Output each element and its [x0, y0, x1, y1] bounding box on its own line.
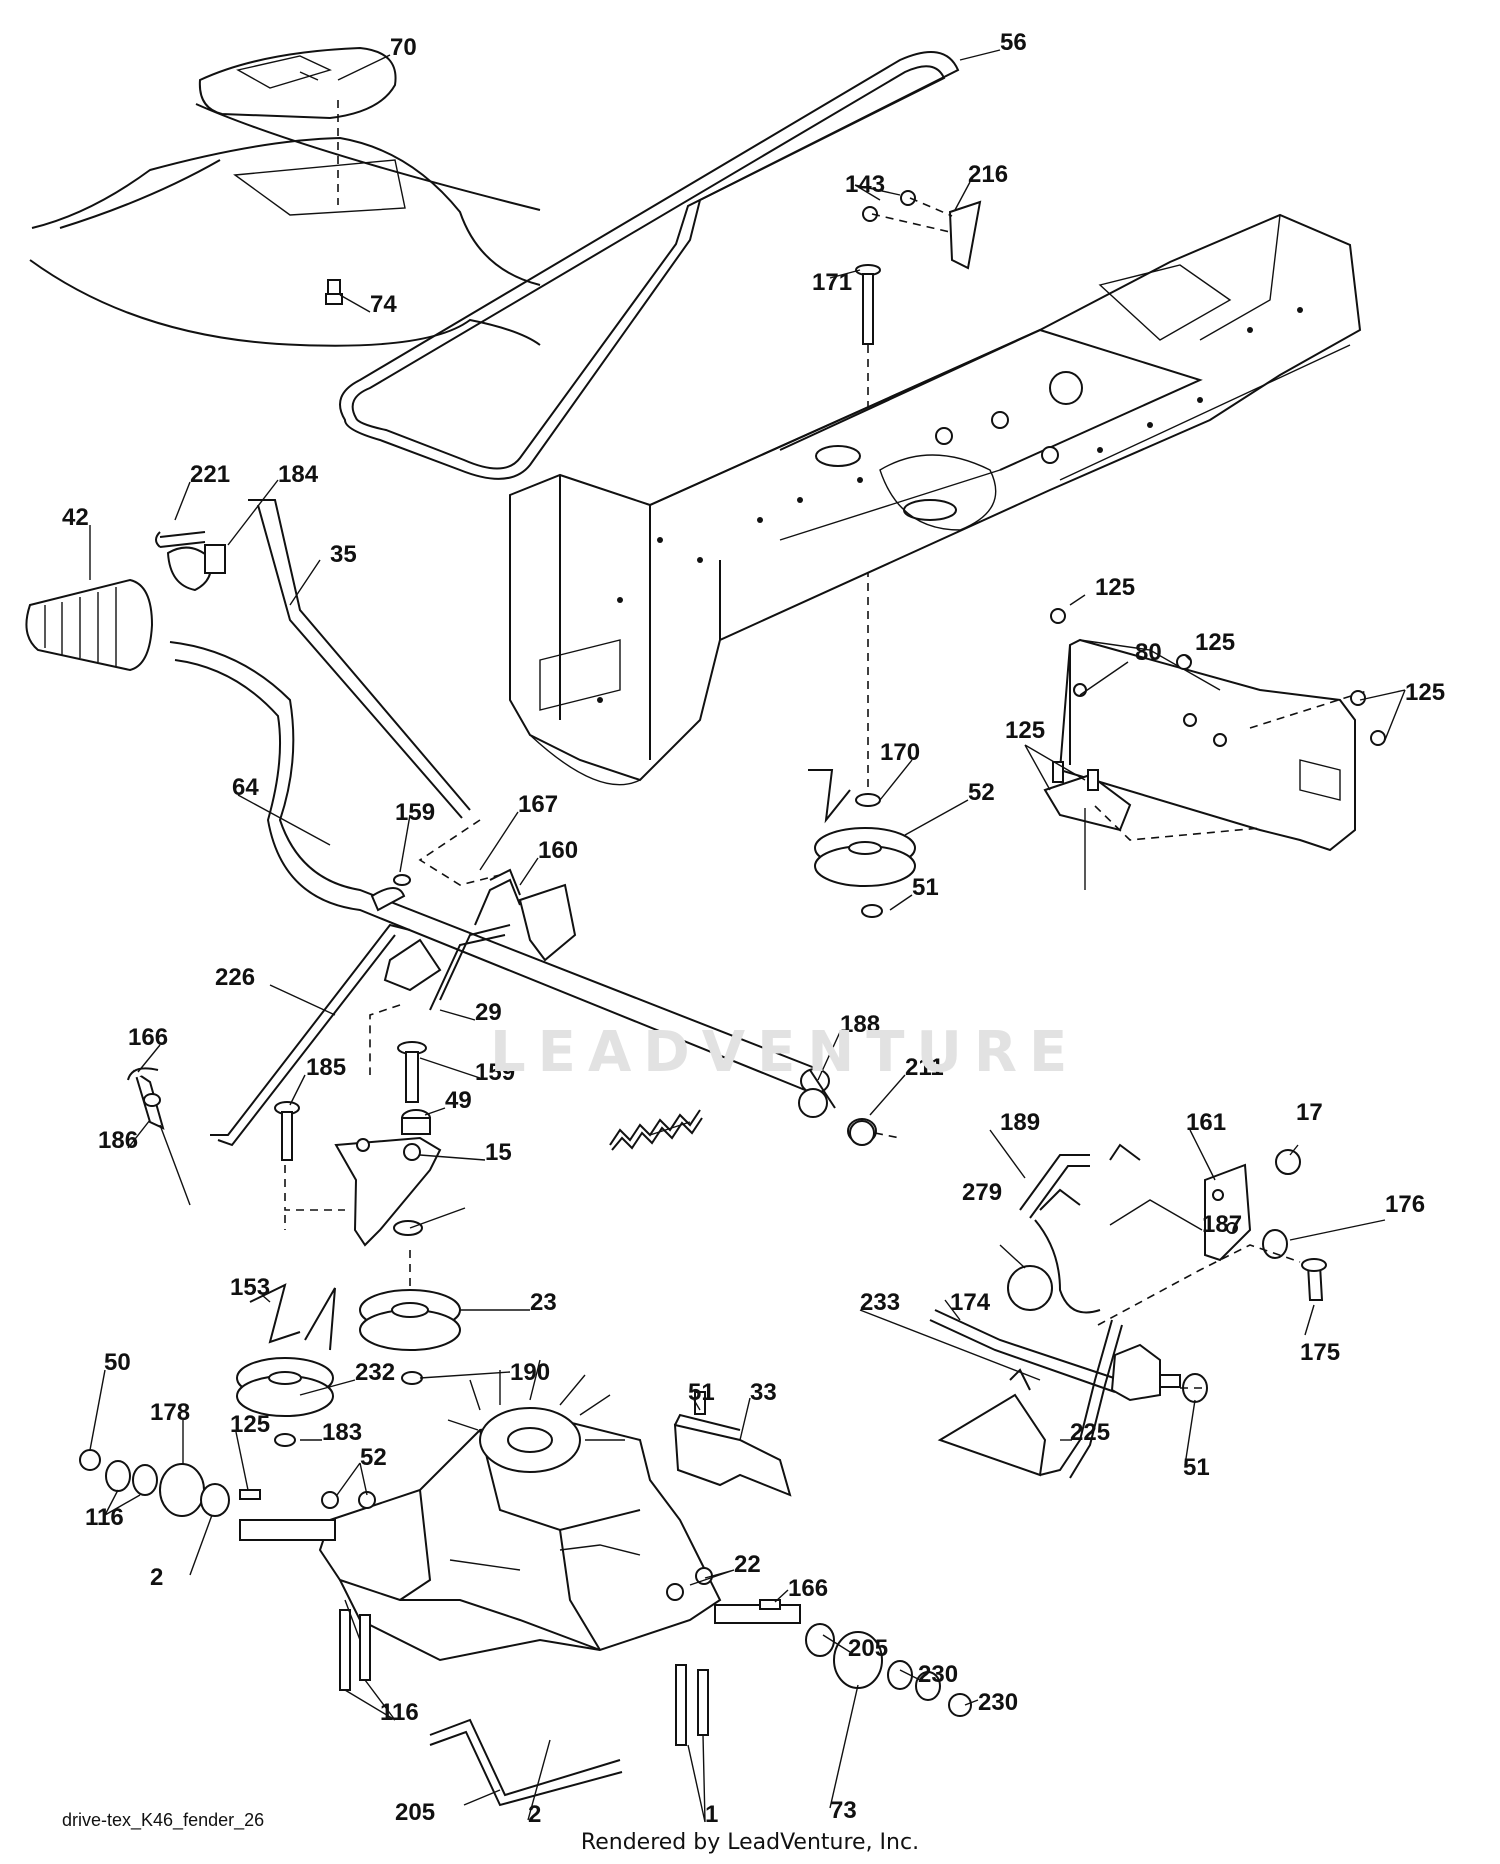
callout-178: 178 — [150, 1399, 190, 1426]
callout-2: 2 — [150, 1564, 163, 1591]
callout-211: 211 — [905, 1054, 944, 1081]
callout-64: 64 — [232, 774, 259, 801]
callout-125: 125 — [1195, 629, 1235, 656]
callout-171: 171 — [812, 269, 852, 296]
spring-161 — [609, 1109, 703, 1151]
callout-52: 52 — [360, 1444, 387, 1471]
callout-51: 51 — [912, 874, 939, 901]
callout-51: 51 — [688, 1379, 715, 1406]
bracket-216 — [862, 190, 982, 270]
callout-73: 73 — [830, 1797, 857, 1824]
callout-153: 153 — [230, 1274, 270, 1301]
callout-159: 159 — [395, 799, 435, 826]
watermark: LEADVENTURE — [490, 1020, 1080, 1085]
callout-52: 52 — [968, 779, 995, 806]
callout-17: 17 — [1296, 1099, 1323, 1126]
callout-125: 125 — [1405, 679, 1445, 706]
callout-15: 15 — [485, 1139, 512, 1166]
callout-125: 125 — [1095, 574, 1135, 601]
callout-279: 279 — [962, 1179, 1002, 1206]
right-axle-hardware — [759, 1599, 972, 1717]
callout-1: 1 — [705, 1801, 718, 1828]
callout-225: 225 — [1070, 1419, 1110, 1446]
callout-22: 22 — [734, 1551, 761, 1578]
chassis-frame — [509, 213, 1362, 786]
callout-183: 183 — [322, 1419, 362, 1446]
callout-leaders — [89, 49, 1406, 1823]
callout-33: 33 — [750, 1379, 777, 1406]
drive-belt — [339, 51, 960, 480]
pulley-50 — [359, 1250, 461, 1385]
callout-216: 216 — [968, 161, 1008, 188]
shift-lever-assembly — [25, 499, 877, 1144]
callout-189: 189 — [1000, 1109, 1040, 1136]
callout-186: 186 — [98, 1127, 138, 1154]
callout-29: 29 — [475, 999, 502, 1026]
pulley-52-upper — [808, 769, 916, 918]
callout-56: 56 — [1000, 29, 1027, 56]
transaxle-1 — [239, 1359, 801, 1807]
callout-74: 74 — [370, 291, 397, 318]
bracket-80 — [1043, 608, 1386, 852]
callout-188: 188 — [840, 1011, 880, 1038]
callout-185: 185 — [306, 1054, 346, 1081]
bracket-225 — [673, 1391, 792, 1497]
fender-assembly — [29, 46, 541, 347]
linkage-rods — [127, 819, 577, 1147]
callout-232: 232 — [355, 1359, 395, 1386]
callout-50: 50 — [104, 1349, 131, 1376]
callout-221: 221 — [190, 461, 230, 488]
screw-74 — [325, 279, 343, 305]
callout-174: 174 — [950, 1289, 991, 1316]
idler-arm-189 — [274, 1041, 442, 1247]
rendered-by-footer: Rendered by LeadVenture, Inc. — [580, 1830, 920, 1855]
callout-170: 170 — [880, 739, 920, 766]
drawing-id: drive-tex_K46_fender_26 — [62, 1810, 265, 1830]
callout-160: 160 — [538, 837, 578, 864]
callout-226: 226 — [215, 964, 255, 991]
callout-116: 116 — [85, 1504, 124, 1531]
callout-125: 125 — [230, 1411, 270, 1438]
callout-167: 167 — [518, 791, 558, 818]
callout-166: 166 — [128, 1024, 168, 1051]
callout-230: 230 — [918, 1661, 958, 1688]
callout-2: 2 — [528, 1801, 541, 1828]
callout-161: 161 — [1186, 1109, 1226, 1136]
callout-230: 230 — [978, 1689, 1018, 1716]
callout-190: 190 — [510, 1359, 550, 1386]
callout-205: 205 — [395, 1799, 435, 1826]
callout-35: 35 — [330, 541, 357, 568]
callout-143: 143 — [845, 171, 885, 198]
callout-159: 159 — [475, 1059, 515, 1086]
callout-176: 176 — [1385, 1191, 1425, 1218]
callout-49: 49 — [445, 1087, 472, 1114]
callout-70: 70 — [390, 34, 417, 61]
callout-175: 175 — [1300, 1339, 1340, 1366]
callout-166: 166 — [788, 1575, 828, 1602]
callout-233: 233 — [860, 1289, 900, 1316]
callout-116: 116 — [380, 1699, 419, 1726]
left-axle-hardware — [79, 1449, 261, 1517]
callout-23: 23 — [530, 1289, 557, 1316]
callout-205: 205 — [848, 1635, 888, 1662]
pulley-52-lower — [236, 1283, 336, 1447]
callout-51: 51 — [1183, 1454, 1210, 1481]
callout-187: 187 — [1202, 1211, 1242, 1238]
callout-80: 80 — [1135, 639, 1162, 666]
brake-linkage-right — [929, 1143, 1327, 1479]
callout-42: 42 — [62, 504, 89, 531]
bushing-211 — [798, 1088, 901, 1146]
callout-125: 125 — [1005, 717, 1045, 744]
callout-184: 184 — [278, 461, 319, 488]
